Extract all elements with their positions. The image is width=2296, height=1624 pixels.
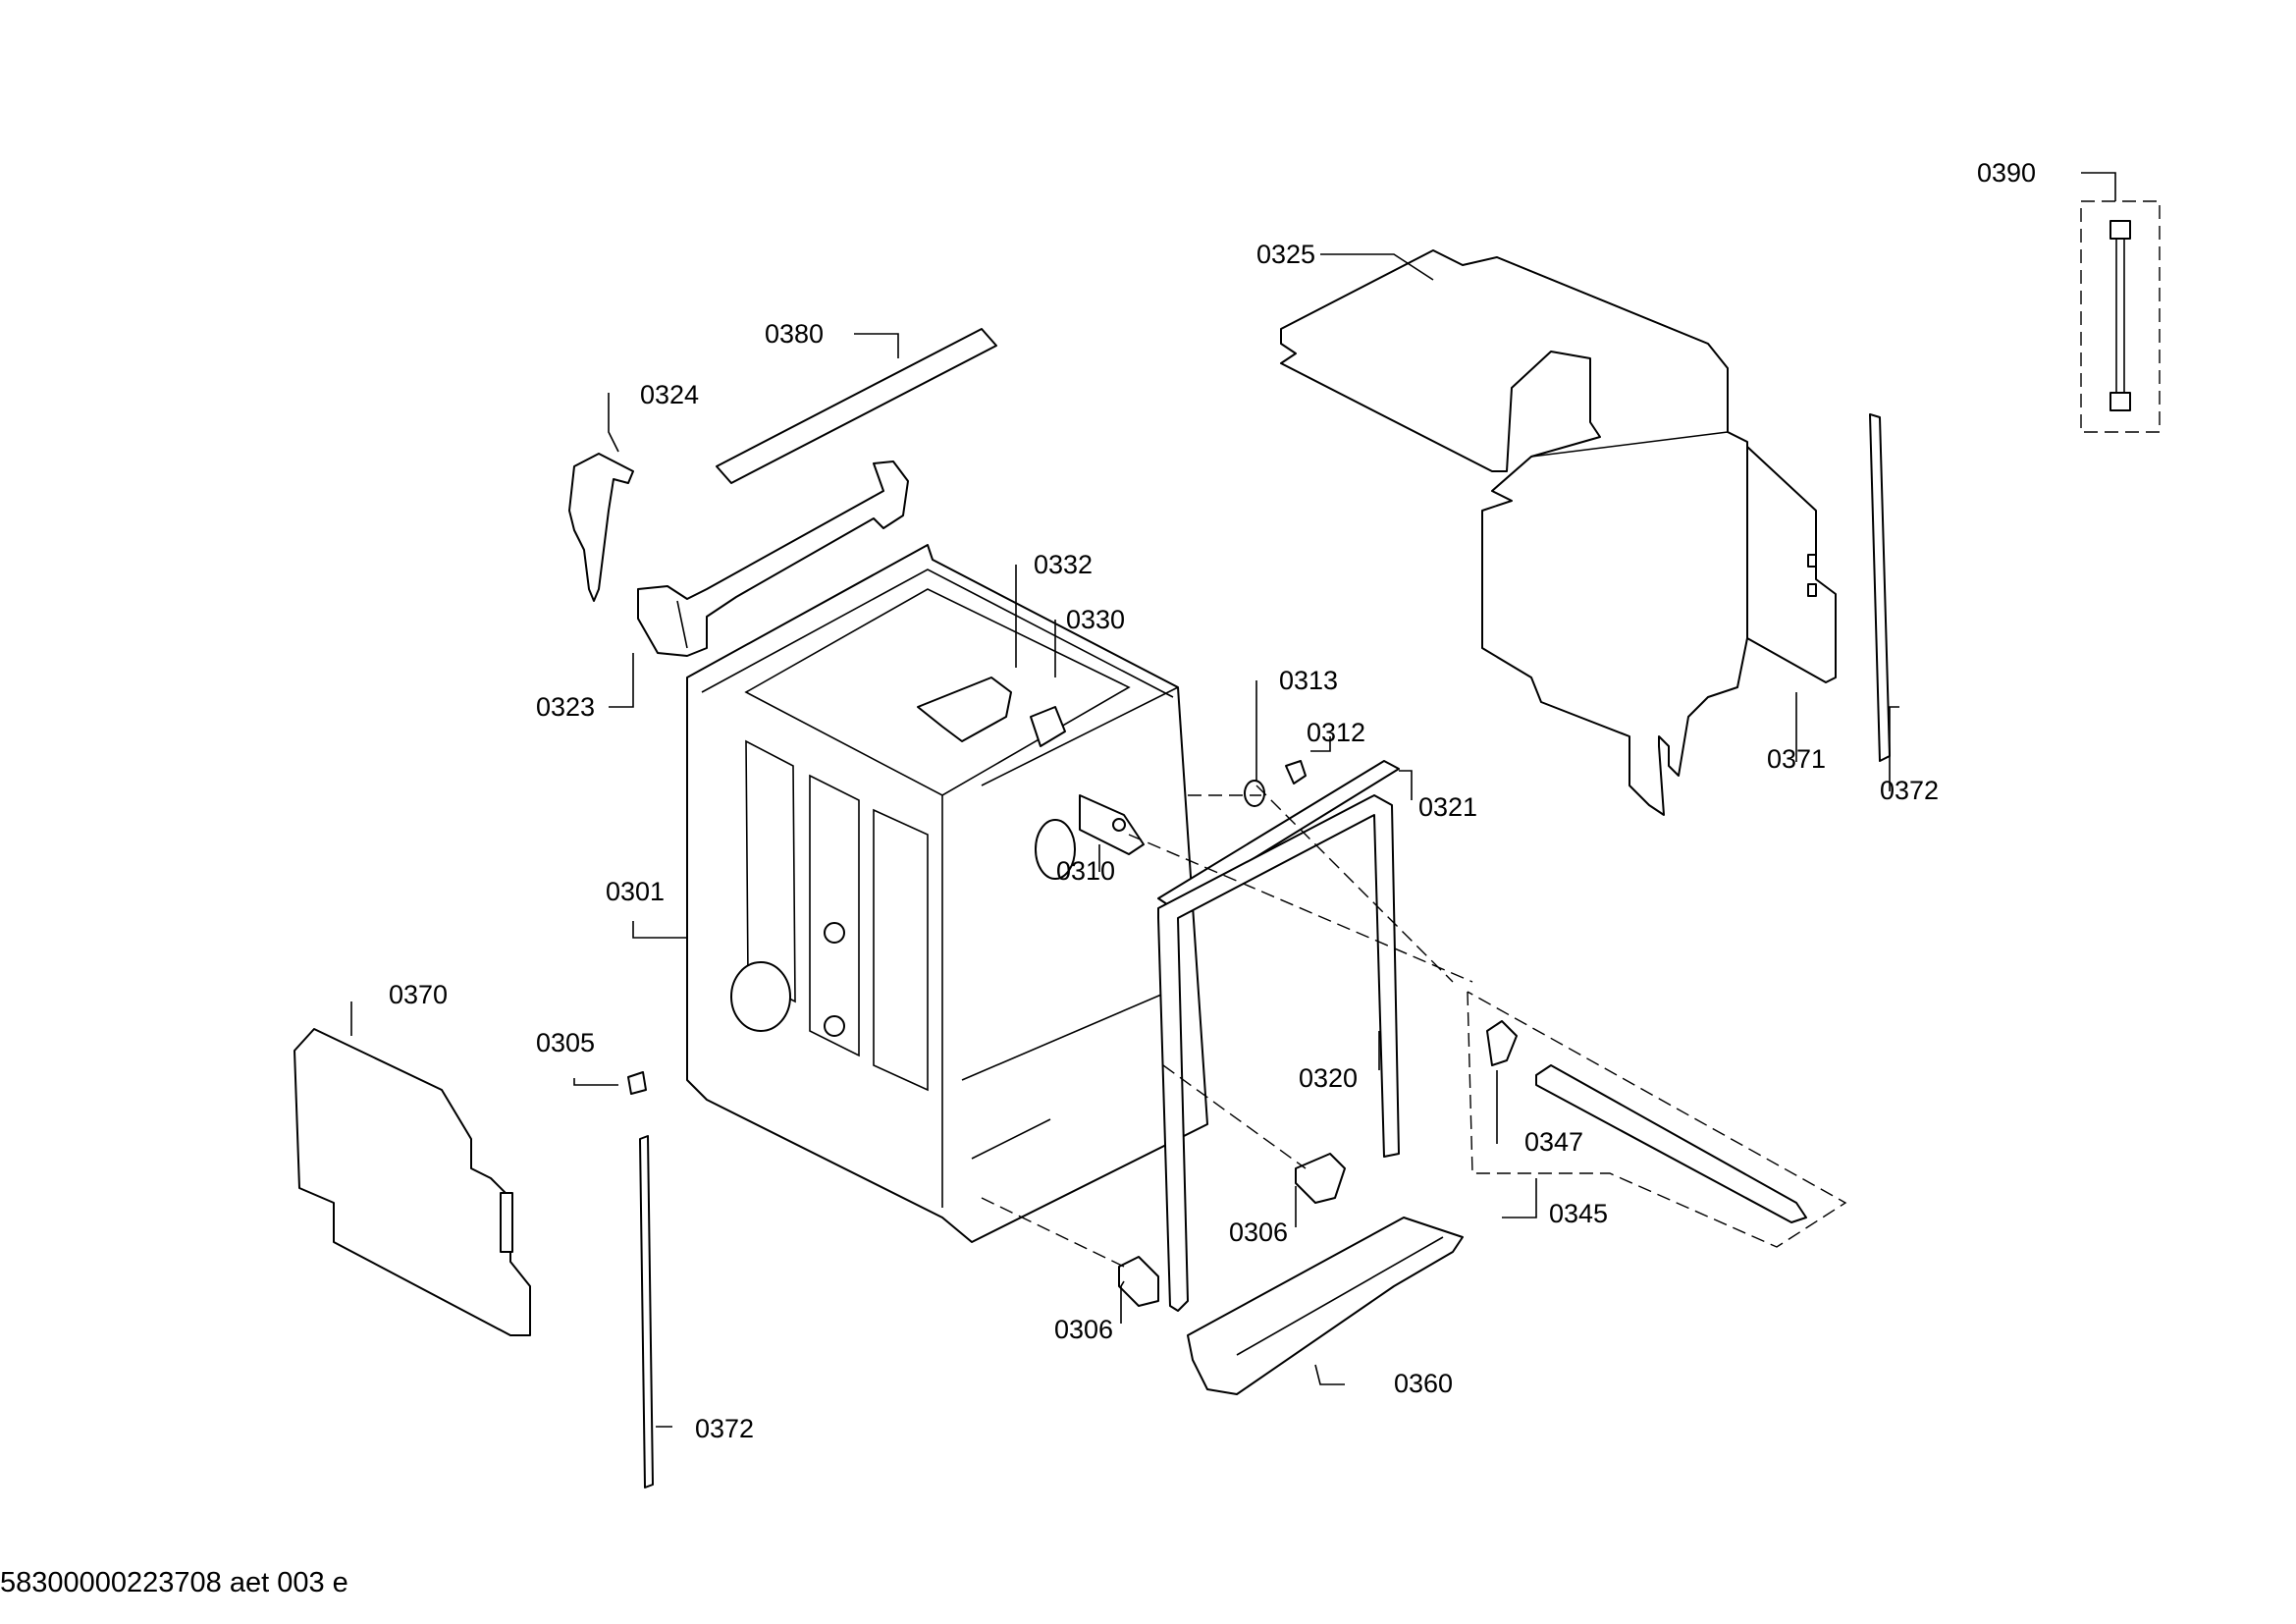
label-0347: 0347 (1524, 1127, 1584, 1157)
part-0332-hinge-block (917, 677, 1012, 742)
label-0306-bottom: 0306 (1054, 1315, 1114, 1344)
label-0321: 0321 (1418, 792, 1478, 822)
leader-lines (350, 172, 2116, 1428)
part-0312-screw (1285, 760, 1307, 785)
label-0345: 0345 (1549, 1199, 1609, 1228)
label-0371: 0371 (1767, 744, 1827, 774)
label-0372-bottom: 0372 (695, 1414, 755, 1443)
part-0305-clip (627, 1071, 647, 1095)
label-0330: 0330 (1066, 605, 1126, 634)
part-0380-strip (716, 328, 997, 484)
part-0301-tub (686, 544, 1208, 1243)
part-0323-foam (637, 460, 909, 657)
part-0321-rail (1157, 760, 1400, 909)
part-0313-washer (1244, 780, 1265, 807)
label-0372-right: 0372 (1880, 776, 1940, 805)
part-0320-seal (1157, 794, 1400, 1312)
part-0371-side-panel (1746, 446, 1837, 683)
part-0310-hinge (1079, 794, 1145, 855)
part-0306-clip-bottom (1118, 1256, 1159, 1307)
label-0301: 0301 (606, 877, 666, 906)
label-0370: 0370 (389, 980, 449, 1009)
part-0306-clip-right (1295, 1153, 1346, 1204)
part-0372-right-strip (1869, 413, 1891, 762)
label-0323: 0323 (536, 692, 596, 722)
label-0306-right: 0306 (1229, 1218, 1289, 1247)
label-0320: 0320 (1299, 1063, 1359, 1093)
part-0370-left-panel (294, 1028, 531, 1336)
label-0324: 0324 (640, 380, 700, 409)
part-0372-bottom-strip (639, 1135, 654, 1489)
part-0345-group (1467, 991, 1847, 1248)
label-0325: 0325 (1256, 240, 1316, 269)
part-0330-hinge-plate (1030, 706, 1066, 747)
part-0324-bracket (568, 453, 634, 602)
part-0360-tray (1187, 1217, 1464, 1395)
assembly-lines (981, 785, 1473, 1268)
label-0305: 0305 (536, 1028, 596, 1057)
label-0380: 0380 (765, 319, 825, 349)
label-0313: 0313 (1279, 666, 1339, 695)
label-0312: 0312 (1307, 718, 1366, 747)
label-0390: 0390 (1977, 158, 2037, 188)
document-id: 58300000223708 aet 003 e (0, 1567, 348, 1598)
part-0390-cable (2080, 200, 2161, 433)
part-0325-insulation (1280, 249, 1748, 816)
label-0332: 0332 (1034, 550, 1094, 579)
label-0360: 0360 (1394, 1369, 1454, 1398)
label-0310: 0310 (1056, 856, 1116, 886)
